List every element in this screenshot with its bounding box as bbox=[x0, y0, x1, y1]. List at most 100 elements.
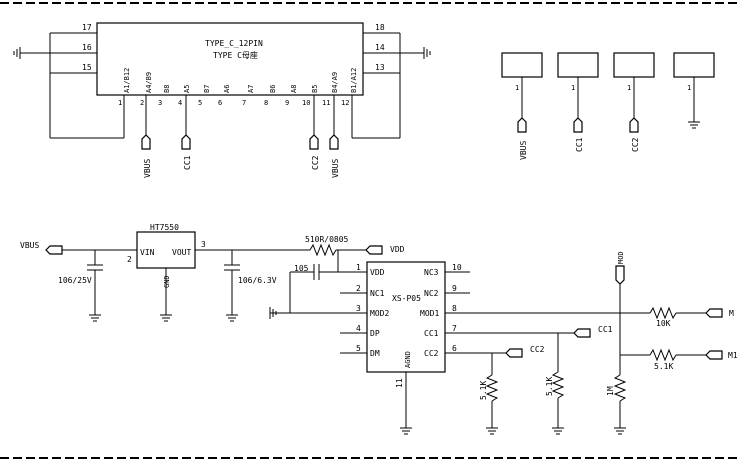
test-point-vbus bbox=[501, 52, 543, 78]
bottom-pin-num-11: 11 bbox=[322, 99, 330, 107]
output-cap-value: 106/6.3V bbox=[238, 276, 277, 285]
regulator-vout-pin-label: VOUT bbox=[172, 248, 191, 257]
chip-pin-11-num: 11 bbox=[395, 378, 404, 388]
test-point-cc1 bbox=[557, 52, 599, 78]
chip-pin-8-num: 8 bbox=[452, 304, 457, 313]
bottom-pin-num-12: 12 bbox=[341, 99, 349, 107]
connector-cc2-port-label: CC2 bbox=[311, 155, 320, 170]
chip-pin-1-num: 1 bbox=[356, 263, 361, 272]
mod1-port-label: M bbox=[729, 309, 734, 318]
connector-part-label: TYPE_C_12PIN bbox=[205, 39, 263, 48]
xs-p05-chip bbox=[366, 261, 446, 373]
bottom-pin-num-9: 9 bbox=[285, 99, 289, 107]
bottom-pin-num-4: 4 bbox=[178, 99, 182, 107]
output-cap-ground-symbol bbox=[225, 314, 239, 322]
cc-pulldowns: 5.1K CC1 5.1K CC2 bbox=[479, 325, 613, 435]
test-point-vbus-label: VBUS bbox=[519, 141, 528, 160]
chip-pin-7-name: CC1 bbox=[424, 329, 439, 338]
input-cap-ground-symbol bbox=[88, 314, 102, 322]
bottom-pin-name-12: B1/A12 bbox=[350, 68, 358, 93]
test-point-cc1-pin: 1 bbox=[571, 84, 575, 92]
cc1-pulldown-value: 5.1K bbox=[545, 377, 554, 396]
connector-vbus2-port-label: VBUS bbox=[331, 159, 340, 178]
test-point-gnd-pin: 1 bbox=[687, 84, 691, 92]
cc2-pulldown-value: 5.1K bbox=[479, 381, 488, 400]
chip-pin-7-num: 7 bbox=[452, 324, 457, 333]
mod-pulldown-value: 1M bbox=[606, 386, 615, 396]
bottom-pin-name-11: B4/A9 bbox=[331, 72, 339, 93]
connector-subtitle: TYPE C母座 bbox=[213, 50, 258, 60]
connector-cc1-port-label: CC1 bbox=[183, 155, 192, 170]
mod2-resistor-value: 5.1K bbox=[654, 362, 673, 371]
bottom-pin-name-7: A7 bbox=[247, 85, 255, 93]
chip-pin-2-num: 2 bbox=[356, 284, 361, 293]
cc1-port-label: CC1 bbox=[598, 325, 613, 334]
pin-13-label: 13 bbox=[375, 63, 385, 72]
test-point-cc1-label: CC1 bbox=[575, 137, 584, 152]
mod-pulldown-ground-symbol bbox=[613, 427, 627, 435]
test-point-vbus-flag bbox=[517, 117, 527, 133]
vbus-input-label: VBUS bbox=[20, 241, 39, 250]
test-point-cc2-label: CC2 bbox=[631, 137, 640, 152]
connector-cc2-port-flag bbox=[309, 134, 319, 150]
cc2-pulldown-resistor bbox=[485, 374, 499, 402]
pin-16-label: 16 bbox=[82, 43, 92, 52]
bottom-pin-num-6: 6 bbox=[218, 99, 222, 107]
bottom-pin-num-3: 3 bbox=[158, 99, 162, 107]
connector-vbus-port-flag bbox=[141, 134, 151, 150]
pin-18-label: 18 bbox=[375, 23, 385, 32]
series-resistor bbox=[309, 243, 337, 257]
bottom-pin-num-1: 1 bbox=[118, 99, 122, 107]
mod-port-label: MOD bbox=[617, 251, 625, 264]
bottom-pin-name-9: A8 bbox=[290, 85, 298, 93]
chip-agnd-pin-name: AGND bbox=[404, 351, 412, 368]
connector-body bbox=[96, 22, 364, 96]
bottom-pin-num-10: 10 bbox=[302, 99, 310, 107]
test-point-vbus-pin: 1 bbox=[515, 84, 519, 92]
cc1-pulldown-ground-symbol bbox=[551, 427, 565, 435]
connector-vbus2-port-flag bbox=[329, 134, 339, 150]
connector-cc1-port-flag bbox=[181, 134, 191, 150]
pin-15-label: 15 bbox=[82, 63, 92, 72]
bottom-pin-num-8: 8 bbox=[264, 99, 268, 107]
bottom-pin-name-8: B6 bbox=[269, 85, 277, 93]
cc1-pulldown-resistor bbox=[551, 371, 565, 399]
chip-pin-4-num: 4 bbox=[356, 324, 361, 333]
usb-typec-connector: TYPE_C_12PIN TYPE C母座 17 16 15 18 14 13 … bbox=[13, 22, 431, 178]
connector-left-ground-symbol bbox=[13, 46, 21, 60]
bottom-pin-name-6: A6 bbox=[223, 85, 231, 93]
regulator-vin-pin-label: VIN bbox=[140, 248, 155, 257]
vdd-port-flag bbox=[365, 245, 383, 255]
vdd-port-label: VDD bbox=[390, 245, 405, 254]
bottom-pin-name-3: B8 bbox=[163, 85, 171, 93]
test-point-cc1-flag bbox=[573, 117, 583, 133]
regulator-section: VBUS 106/25V HT7550 VIN VOUT GND 2 3 106… bbox=[20, 223, 405, 322]
input-cap-value: 106/25V bbox=[58, 276, 92, 285]
decoupling-cap-value: 105 bbox=[294, 264, 309, 273]
bottom-pin-num-2: 2 bbox=[140, 99, 144, 107]
regulator-part-label: HT7550 bbox=[150, 223, 179, 232]
mod1-resistor bbox=[649, 306, 677, 320]
mod2-resistor bbox=[649, 348, 677, 362]
mod-network: MOD 10K M 5.1K M1 1M bbox=[606, 251, 737, 435]
cc2-pulldown-ground-symbol bbox=[485, 427, 499, 435]
pd-ic-section: XS-P05 105 1 2 3 4 5 VDD NC1 MOD2 DP DM … bbox=[269, 261, 650, 435]
connector-right-ground-symbol bbox=[423, 46, 431, 60]
chip-pin-3-num: 3 bbox=[356, 304, 361, 313]
regulator-vout-pin-number: 3 bbox=[201, 240, 206, 249]
regulator-vin-pin-number: 2 bbox=[127, 255, 132, 264]
pin-17-label: 17 bbox=[82, 23, 92, 32]
chip-pin-9-num: 9 bbox=[452, 284, 457, 293]
test-point-gnd bbox=[673, 52, 715, 78]
series-resistor-value: 510R/0805 bbox=[305, 235, 349, 244]
chip-part-label: XS-P05 bbox=[392, 294, 421, 303]
mod-port-flag bbox=[615, 265, 625, 285]
chip-agnd-ground-symbol bbox=[399, 427, 413, 435]
cc1-port-flag bbox=[573, 328, 591, 338]
cc2-port-label: CC2 bbox=[530, 345, 545, 354]
bottom-pin-name-1: A1/B12 bbox=[123, 68, 131, 93]
regulator-ground-symbol bbox=[159, 314, 173, 322]
cc2-port-flag bbox=[505, 348, 523, 358]
ht7550-regulator bbox=[136, 231, 196, 269]
chip-pin-10-name: NC3 bbox=[424, 268, 439, 277]
